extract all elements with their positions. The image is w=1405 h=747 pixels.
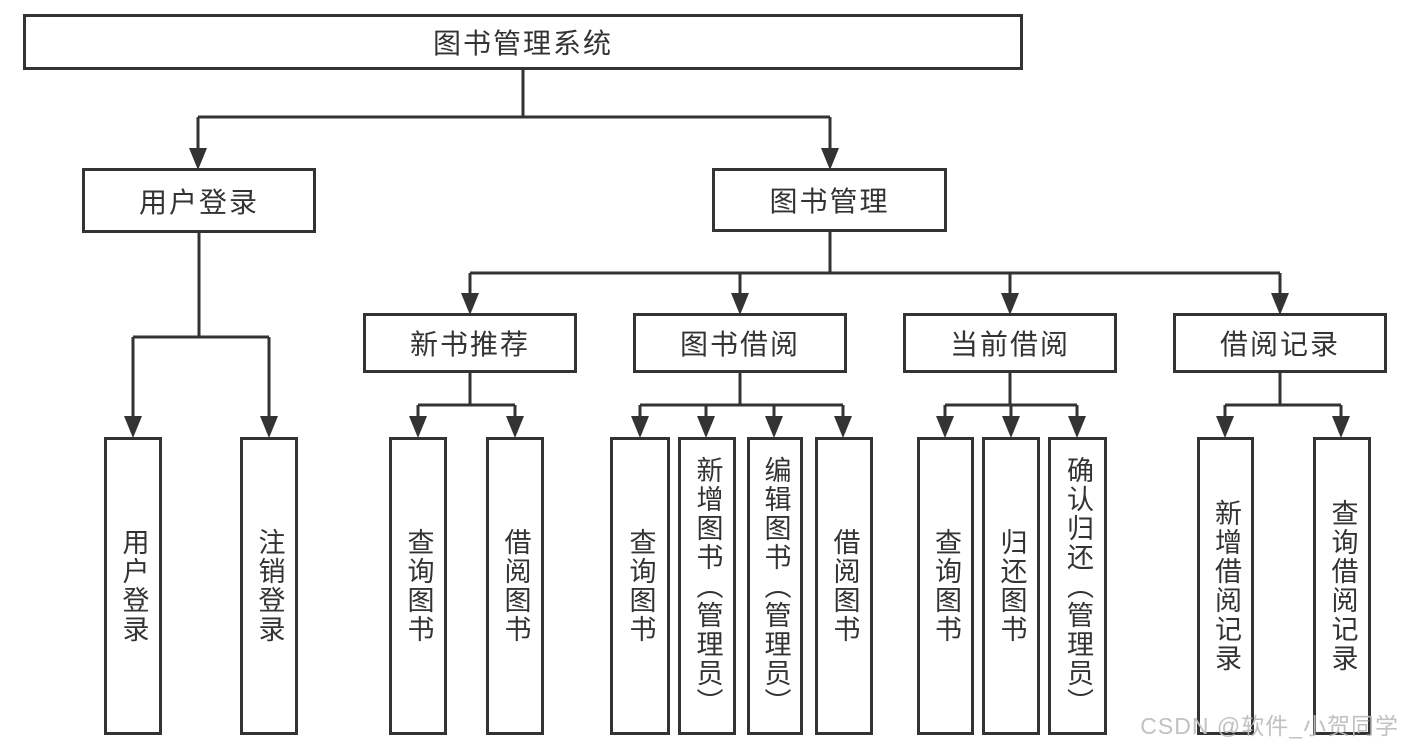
node-book-borrow: 图书借阅 bbox=[633, 313, 847, 373]
leaf-query-book-2: 查询图书 bbox=[610, 437, 670, 735]
node-current-borrow: 当前借阅 bbox=[903, 313, 1117, 373]
leaf-query-book-1: 查询图书 bbox=[389, 437, 447, 735]
leaf-add-borrow-record: 新增借阅记录 bbox=[1197, 437, 1254, 735]
csdn-watermark: CSDN @软件_小贺同学 bbox=[1140, 713, 1399, 739]
node-book-mgmt: 图书管理 bbox=[712, 168, 947, 232]
leaf-return-book: 归还图书 bbox=[982, 437, 1040, 735]
leaf-borrow-book-1: 借阅图书 bbox=[486, 437, 544, 735]
arrowheads bbox=[124, 148, 1350, 438]
node-new-book-recommend: 新书推荐 bbox=[363, 313, 577, 373]
leaf-edit-book-admin: 编辑图书（管理员） bbox=[747, 437, 803, 735]
leaf-query-book-3: 查询图书 bbox=[917, 437, 974, 735]
leaf-add-book-admin: 新增图书（管理员） bbox=[678, 437, 736, 735]
node-root: 图书管理系统 bbox=[23, 14, 1023, 70]
leaf-borrow-book-2: 借阅图书 bbox=[815, 437, 873, 735]
leaf-logout: 注销登录 bbox=[240, 437, 298, 735]
node-borrow-record: 借阅记录 bbox=[1173, 313, 1387, 373]
leaf-confirm-return-admin: 确认归还（管理员） bbox=[1048, 437, 1107, 735]
leaf-user-login: 用户登录 bbox=[104, 437, 162, 735]
leaf-query-borrow-record: 查询借阅记录 bbox=[1313, 437, 1371, 735]
node-user-login: 用户登录 bbox=[82, 168, 316, 233]
